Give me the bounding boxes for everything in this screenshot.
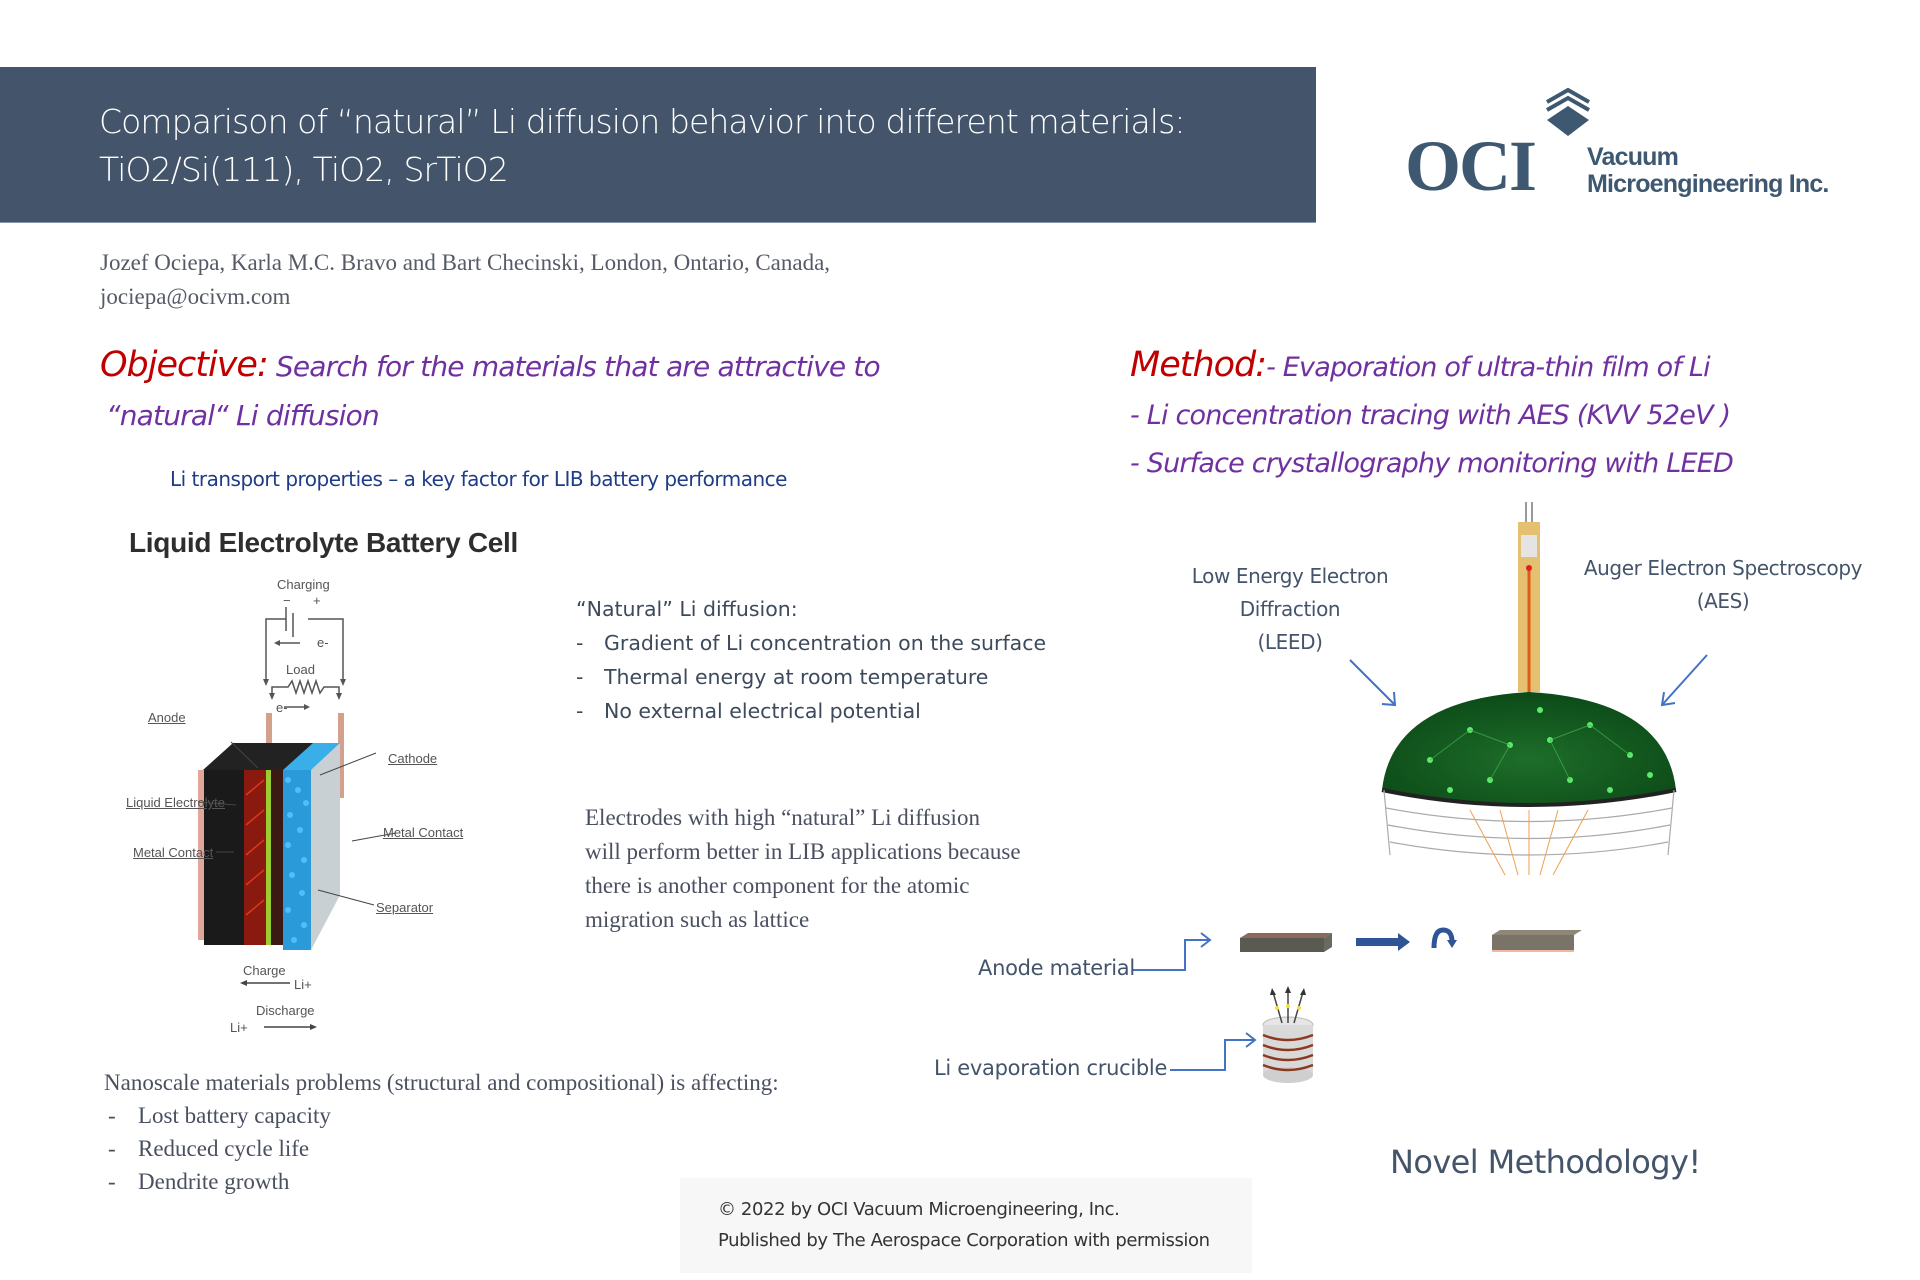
charge-ion-label: Li+ xyxy=(294,977,312,992)
copyright-notice: © 2022 by OCI Vacuum Microengineering, I… xyxy=(718,1199,1210,1251)
method-line-3: - Surface crystallography monitoring wit… xyxy=(1130,448,1734,479)
cathode-label: Cathode xyxy=(388,751,438,766)
crucible-label: Li evaporation crucible xyxy=(934,1056,1168,1080)
logo-line-2: Microengineering Inc. xyxy=(1587,170,1829,198)
logo-text: Vacuum Microengineering Inc. xyxy=(1587,144,1829,198)
electron-label-bottom: e- xyxy=(276,700,288,715)
leed-aes-illustration xyxy=(1132,502,1708,1083)
battery-cell-illustration xyxy=(197,607,397,1030)
method-section: Method:- Evaporation of ultra-thin film … xyxy=(1130,343,1910,489)
electron-label-top: e- xyxy=(317,635,329,650)
method-line-1: - Evaporation of ultra-thin film of Li xyxy=(1266,352,1711,383)
list-item: -Thermal energy at room temperature xyxy=(576,665,989,689)
discharge-ion-label: Li+ xyxy=(230,1020,248,1035)
natural-diffusion-heading: “Natural” Li diffusion: xyxy=(576,597,798,621)
apparatus-diagram: Low Energy Electron Diffraction (LEED) A… xyxy=(934,490,1890,1110)
stacked-diamond-icon xyxy=(1546,88,1590,136)
load-label: Load xyxy=(286,662,315,677)
list-item: -Gradient of Li concentration on the sur… xyxy=(576,631,1047,655)
logo-line-1: Vacuum xyxy=(1587,143,1679,171)
title-line-2: TiO2/Si(111), TiO2, SrTiO2 xyxy=(99,150,509,189)
list-item: -Lost battery capacity xyxy=(108,1103,331,1128)
leed-label: Low Energy Electron Diffraction (LEED) xyxy=(1191,564,1389,654)
method-label: Method: xyxy=(1130,345,1267,385)
list-item: -Reduced cycle life xyxy=(108,1136,310,1161)
author-names: Jozef Ociepa, Karla M.C. Bravo and Bart … xyxy=(100,250,831,275)
battery-cell-diagram: Charging − + e- Load e- Anode Cathode Li… xyxy=(118,575,498,1045)
charging-label: Charging xyxy=(277,577,330,592)
objective-label: Objective: xyxy=(100,345,269,385)
separator-label: Separator xyxy=(376,900,434,915)
list-item: -No external electrical potential xyxy=(576,699,921,723)
company-logo: OCI Vacuum Microengineering Inc. xyxy=(1405,88,1845,208)
logo-mark: OCI xyxy=(1405,126,1537,206)
minus-sign: − xyxy=(283,593,291,608)
list-item: -Dendrite growth xyxy=(108,1169,290,1194)
discharge-label: Discharge xyxy=(256,1003,315,1018)
charge-label: Charge xyxy=(243,963,286,978)
anode-material-label: Anode material xyxy=(978,956,1135,980)
objective-section: Objective: Search for the materials that… xyxy=(100,343,1000,442)
anode-label: Anode xyxy=(148,710,186,725)
objective-text-2: “natural“ Li diffusion xyxy=(106,399,380,432)
objective-text-1: Search for the materials that are attrac… xyxy=(267,350,881,383)
authors: Jozef Ociepa, Karla M.C. Bravo and Bart … xyxy=(100,246,830,314)
method-line-2: - Li concentration tracing with AES (KVV… xyxy=(1130,400,1731,431)
nanoscale-section: Nanoscale materials problems (structural… xyxy=(104,1066,779,1198)
transport-subheading: Li transport properties – a key factor f… xyxy=(170,467,787,491)
aes-label: Auger Electron Spectroscopy (AES) xyxy=(1583,556,1863,613)
copyright-box xyxy=(680,1178,1252,1273)
title-line-1: Comparison of “natural” Li diffusion beh… xyxy=(99,102,1185,141)
natural-diffusion-section: “Natural” Li diffusion: -Gradient of Li … xyxy=(576,592,1046,728)
electrodes-paragraph: Electrodes with high “natural” Li diffus… xyxy=(585,805,1021,932)
metal-contact-left-label: Metal Contact xyxy=(133,845,214,860)
liquid-electrolyte-label: Liquid Electrolyte xyxy=(126,795,225,810)
plus-sign: + xyxy=(313,593,321,608)
header-bar xyxy=(0,67,1316,223)
novel-methodology-callout: Novel Methodology! xyxy=(1390,1143,1701,1181)
author-email[interactable]: jociepa@ocivm.com xyxy=(100,284,291,309)
nanoscale-heading: Nanoscale materials problems (structural… xyxy=(104,1070,779,1095)
page-title: Comparison of “natural” Li diffusion beh… xyxy=(99,98,1299,194)
metal-contact-right-label: Metal Contact xyxy=(383,825,464,840)
battery-cell-title: Liquid Electrolyte Battery Cell xyxy=(129,527,519,558)
